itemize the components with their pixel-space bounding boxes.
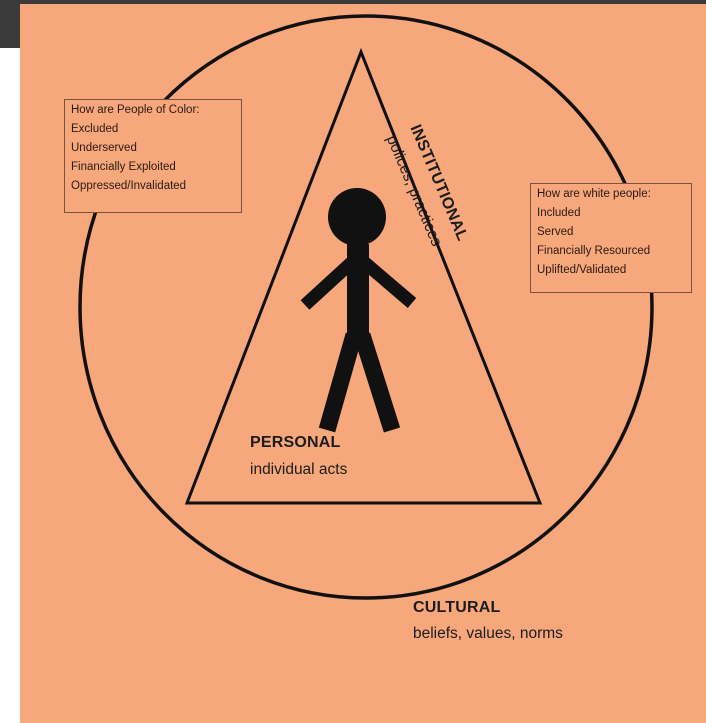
people-of-color-item: Oppressed/Invalidated	[71, 180, 187, 192]
people-of-color-item: Financially Exploited	[71, 161, 176, 173]
white-people-item: Included	[537, 207, 581, 219]
people-of-color-heading: How are People of Color:	[71, 104, 200, 116]
white-people-heading: How are white people:	[537, 188, 651, 200]
people-of-color-item: Excluded	[71, 123, 119, 135]
white-people-item: Financially Resourced	[537, 245, 651, 257]
stick-figure-icon	[300, 188, 417, 433]
white-people-item: Uplifted/Validated	[537, 264, 627, 276]
white-people-box: How are white people: Included Served Fi…	[530, 183, 692, 293]
personal-subtitle: individual acts	[250, 461, 348, 478]
personal-title: PERSONAL	[250, 434, 341, 451]
cultural-subtitle: beliefs, values, norms	[413, 625, 563, 642]
white-people-item: Served	[537, 226, 574, 238]
people-of-color-box: How are People of Color: Excluded Unders…	[64, 99, 242, 213]
institutional-triangle	[184, 47, 543, 505]
people-of-color-item: Underserved	[71, 142, 137, 154]
cultural-title: CULTURAL	[413, 599, 501, 616]
cultural-circle	[78, 14, 654, 600]
